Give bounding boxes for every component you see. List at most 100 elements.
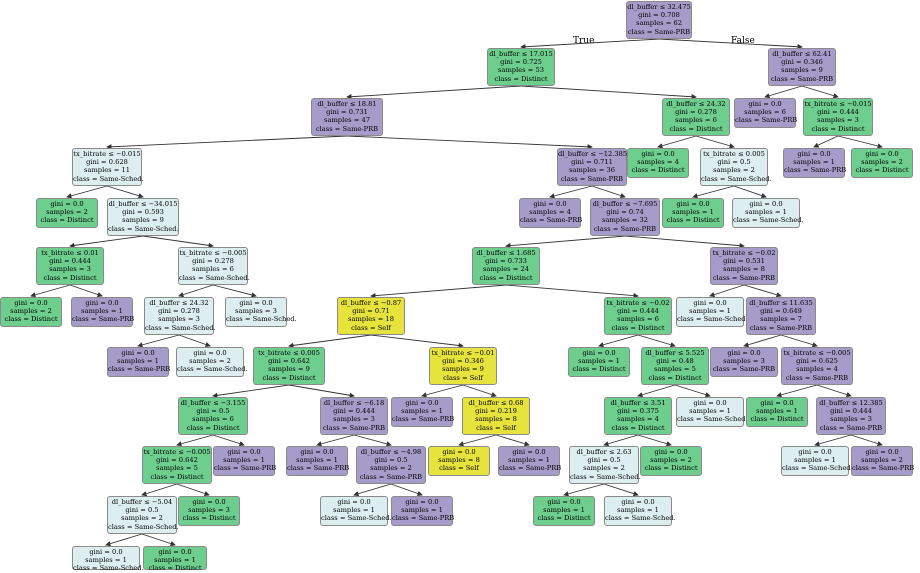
node-line: class = Same-PRB — [770, 74, 834, 83]
node-line: samples = 3 — [723, 357, 765, 366]
node-line: gini = 0.0 — [582, 349, 616, 357]
node-line: samples = 1 — [85, 556, 127, 565]
edge-n6-n11 — [813, 135, 839, 148]
node-line: samples = 1 — [543, 506, 585, 515]
node-line: gini = 0.711 — [571, 158, 613, 167]
node-line: class = Same-Sched. — [108, 224, 179, 233]
node-line: gini = 0.375 — [617, 407, 659, 416]
node-line: gini = 0.0 — [748, 100, 782, 108]
node-line: samples = 2 — [121, 514, 163, 523]
node-line: samples = 2 — [189, 357, 231, 366]
edge-n47-n58 — [176, 483, 210, 497]
node-line: dl_buffer ≤ −3.155 — [180, 399, 246, 407]
node-line: class = Same-Sched. — [605, 514, 676, 523]
node-line: samples = 2 — [370, 464, 412, 473]
node-line: samples = 2 — [861, 456, 903, 465]
node-line: gini = 0.0 — [676, 200, 710, 208]
node-line: gini = 0.733 — [485, 257, 527, 266]
node-line: gini = 0.0 — [797, 150, 831, 158]
node-line: gini = 0.0 — [760, 399, 794, 407]
edge-n30-n37 — [743, 334, 782, 348]
node-line: class = Distinct — [669, 124, 723, 133]
node-line: class = Distinct — [572, 365, 626, 374]
node-line: gini = 0.346 — [442, 357, 484, 366]
node-line: class = Same-PRB — [593, 224, 657, 233]
node-line: dl_buffer ≤ 32.475 — [627, 3, 691, 11]
edge-n36-n44 — [674, 384, 711, 398]
node-line: gini = 0.0 — [693, 299, 727, 307]
node-line: class = Same-PRB — [785, 373, 849, 382]
node-line: class = Same-Sched. — [73, 564, 144, 573]
node-line: samples = 2 — [10, 307, 52, 316]
edge-n39-n47 — [176, 434, 214, 447]
edge-n22-n30 — [743, 284, 782, 298]
node-line: samples = 4 — [637, 158, 679, 167]
node-line: dl_buffer ≤ −12.385 — [558, 150, 628, 158]
node-line: class = Same-PRB — [287, 464, 350, 473]
node-line: samples = 3 — [333, 415, 375, 424]
node-line: samples = 1 — [672, 208, 714, 217]
edge-n28-n36 — [637, 334, 676, 348]
node-line: tx_bitrate ≤ 0.005 — [703, 150, 765, 158]
node-line: samples = 8 — [723, 265, 765, 274]
node-line: gini = 0.593 — [122, 208, 164, 217]
edge-n16-n21 — [505, 235, 626, 249]
node-line: dl_buffer ≤ 11.635 — [749, 299, 813, 307]
node-line: gini = 0.0 — [405, 498, 439, 506]
node-line: samples = 6 — [192, 415, 234, 424]
node-line: samples = 62 — [636, 19, 682, 28]
node-line: gini = 0.642 — [156, 456, 198, 465]
node-line: class = Same-PRB — [359, 472, 423, 481]
node-line: dl_buffer ≤ −4.98 — [360, 448, 422, 456]
node-line: class = Same-PRB — [852, 464, 915, 473]
node-line: samples = 47 — [324, 116, 370, 125]
node-line: gini = 0.0 — [641, 150, 675, 158]
node-line: class = Same-PRB — [712, 365, 776, 374]
node-line: samples = 2 — [583, 464, 625, 473]
node-line: gini = 0.5 — [196, 407, 230, 416]
node-line: samples = 3 — [830, 415, 872, 424]
edge-n27-n34 — [370, 334, 464, 349]
node-line: samples = 11 — [84, 166, 130, 175]
node-line: samples = 2 — [861, 158, 903, 167]
node-line: gini = 0.0 — [158, 548, 192, 556]
node-line: gini = 0.0 — [405, 399, 439, 407]
node-line: gini = 0.71 — [352, 307, 390, 316]
node-line: class = Distinct — [644, 464, 698, 473]
node-line: class = Self — [351, 323, 391, 332]
node-line: gini = 0.0 — [193, 349, 227, 357]
node-line: class = Same-PRB — [520, 216, 583, 225]
node-line: gini = 0.278 — [158, 307, 200, 316]
node-line: class = Distinct — [855, 166, 909, 175]
node-line: gini = 0.0 — [442, 448, 476, 456]
node-line: gini = 0.625 — [796, 357, 838, 366]
edge-n30-n38 — [780, 334, 818, 348]
node-line: class = Same-PRB — [560, 174, 624, 183]
node-line: class = Same-PRB — [392, 514, 455, 523]
node-line: gini = 0.0 — [89, 548, 123, 556]
edge-n22-n29 — [709, 284, 745, 298]
node-line: class = Same-PRB — [108, 365, 171, 374]
node-line: gini = 0.5 — [587, 456, 621, 465]
edge-n20-n25 — [178, 284, 214, 298]
edge-n53-n61 — [563, 483, 605, 497]
node-line: class = Same-Sched. — [733, 216, 804, 225]
